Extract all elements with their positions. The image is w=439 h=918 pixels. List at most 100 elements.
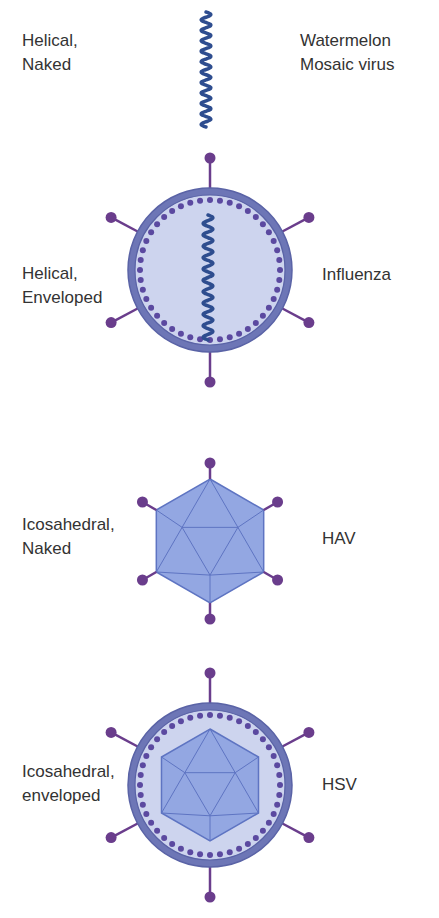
capsid-facet: [156, 527, 182, 572]
capsid-facet: [238, 510, 264, 527]
matrix-protein: [154, 736, 160, 742]
spike-head: [106, 317, 117, 328]
matrix-protein: [266, 305, 272, 311]
matrix-protein: [161, 214, 167, 220]
matrix-protein: [161, 729, 167, 735]
matrix-protein: [140, 762, 146, 768]
capsid-facet: [210, 813, 258, 816]
capsid-facet: [210, 527, 238, 575]
capsid-facet: [156, 510, 182, 527]
matrix-protein: [197, 198, 203, 204]
illustrations: [106, 12, 315, 903]
matrix-protein: [245, 841, 251, 847]
matrix-protein: [140, 247, 146, 253]
capsid-facet: [162, 773, 185, 813]
matrix-protein: [169, 723, 175, 729]
capsid-facet: [235, 773, 258, 813]
envelope-inner: [135, 195, 285, 345]
spike-head: [137, 497, 148, 508]
capsid-facet: [185, 773, 210, 816]
spike-head: [106, 727, 117, 738]
spike-head: [205, 153, 216, 164]
matrix-protein: [245, 326, 251, 332]
matrix-protein: [260, 828, 266, 834]
capsid-facet: [185, 772, 235, 773]
virus-label: Helical, Naked: [22, 29, 78, 77]
matrix-protein: [217, 713, 223, 719]
matrix-protein: [260, 313, 266, 319]
matrix-protein: [187, 200, 193, 206]
matrix-protein: [217, 336, 223, 342]
icosahedral-capsid: [156, 479, 263, 603]
spike-head: [205, 458, 216, 469]
spike-head: [205, 668, 216, 679]
matrix-protein: [245, 208, 251, 214]
matrix-protein: [148, 305, 154, 311]
matrix-protein: [253, 835, 259, 841]
capsid-facet: [162, 813, 210, 816]
matrix-protein: [274, 762, 280, 768]
envelope-outer: [128, 703, 292, 867]
matrix-protein: [271, 296, 277, 302]
capsid-facet: [182, 479, 210, 527]
spike-head: [303, 832, 314, 843]
matrix-protein: [187, 715, 193, 721]
capsid-facet: [156, 572, 210, 575]
matrix-protein: [274, 287, 280, 293]
matrix-protein: [154, 221, 160, 227]
matrix-protein: [138, 277, 144, 283]
matrix-protein: [143, 296, 149, 302]
matrix-protein: [236, 718, 242, 724]
matrix-protein: [148, 229, 154, 235]
matrix-protein: [266, 820, 272, 826]
virus-label: Watermelon Mosaic virus: [300, 29, 418, 77]
matrix-protein: [140, 287, 146, 293]
matrix-protein: [217, 851, 223, 857]
matrix-protein: [227, 200, 233, 206]
capsid-facet: [235, 757, 258, 773]
envelope-outer: [128, 188, 292, 352]
matrix-protein: [178, 331, 184, 337]
capsid-facet: [210, 479, 238, 527]
matrix-protein: [169, 208, 175, 214]
spike-head: [106, 212, 117, 223]
virus-label: HSV: [322, 773, 357, 797]
spike-head: [303, 317, 314, 328]
matrix-protein: [187, 334, 193, 340]
matrix-protein: [260, 736, 266, 742]
matrix-protein: [197, 713, 203, 719]
spike-head: [303, 727, 314, 738]
matrix-protein: [187, 849, 193, 855]
spike-head: [303, 212, 314, 223]
spike-head: [205, 892, 216, 903]
matrix-protein: [245, 723, 251, 729]
capsid-facet: [210, 572, 264, 575]
spike-head: [205, 614, 216, 625]
matrix-protein: [148, 744, 154, 750]
capsid-facet: [238, 527, 264, 572]
helical-capsid: [201, 12, 211, 127]
capsid-facet: [210, 773, 235, 816]
matrix-protein: [271, 811, 277, 817]
spike-head: [205, 377, 216, 388]
matrix-protein: [253, 214, 259, 220]
matrix-protein: [138, 257, 144, 263]
matrix-protein: [197, 851, 203, 857]
spike-head: [137, 575, 148, 586]
capsid-facet: [182, 527, 210, 575]
matrix-protein: [227, 849, 233, 855]
matrix-protein: [277, 782, 283, 788]
matrix-protein: [236, 331, 242, 337]
matrix-protein: [143, 238, 149, 244]
envelope-inner: [135, 710, 285, 860]
matrix-protein: [276, 792, 282, 798]
matrix-protein: [169, 326, 175, 332]
matrix-protein: [137, 782, 143, 788]
matrix-protein: [236, 203, 242, 209]
matrix-protein: [178, 203, 184, 209]
matrix-protein: [253, 729, 259, 735]
helical-capsid: [203, 215, 213, 340]
capsid-facet: [210, 575, 211, 603]
matrix-protein: [266, 744, 272, 750]
matrix-protein: [178, 718, 184, 724]
